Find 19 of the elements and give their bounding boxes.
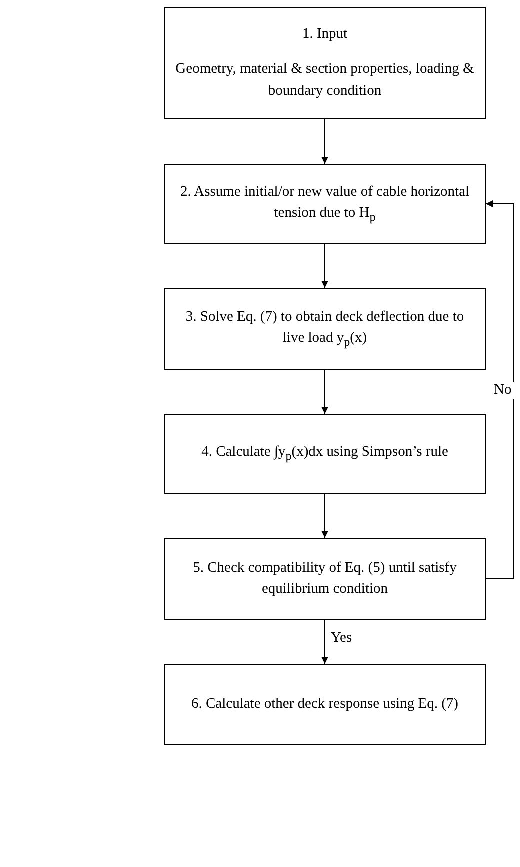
- step-text: 5. Check compatibility of Eq. (5) until satisfy equilibrium condition: [192, 558, 458, 599]
- arrow: [322, 118, 328, 164]
- process-box: [164, 164, 486, 244]
- step-text: 3. Solve Eq. (7) to obtain deck deflection due to live load y$_{p}$(x): [184, 308, 466, 351]
- step-text: Geometry, material & section properties, loading & boundary condition: [175, 60, 475, 100]
- arrow: [486, 200, 514, 580]
- process-box: [164, 288, 486, 370]
- step-text: 6. Calculate other deck response using Eq. (7): [192, 694, 458, 714]
- step-text: 4. Calculate ∫y$_{p}$(x)dx using Simpson’s rule: [202, 443, 448, 466]
- arrow: [322, 620, 328, 664]
- arrow: [322, 370, 328, 414]
- process-box: [164, 538, 486, 620]
- step-heading: 1. Input: [302, 25, 348, 44]
- process-box: [164, 664, 486, 745]
- process-box: [164, 7, 486, 119]
- arrow: [322, 494, 328, 538]
- process-box: [164, 414, 486, 494]
- step-text: 2. Assume initial/or new value of cable horizontal tension due to H$_{p}$: [179, 182, 471, 226]
- arrow: [322, 244, 328, 288]
